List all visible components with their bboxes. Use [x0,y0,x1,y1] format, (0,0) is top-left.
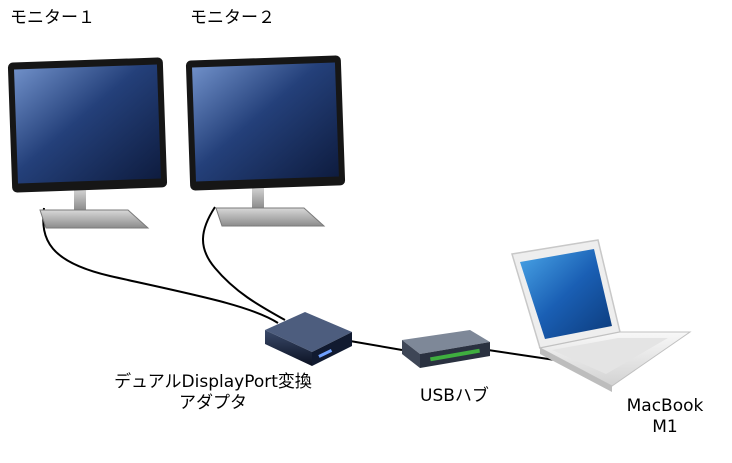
dp-adapter-label-line2: アダプタ [179,393,247,414]
monitor1-icon [7,57,168,229]
cable-monitor2-adapter [202,206,286,321]
macbook-label: MacBook M1 [610,396,720,439]
monitor1-label: モニター１ [10,8,95,28]
usb-hub-label: USBハブ [420,386,489,406]
monitor2-label: モニター２ [190,8,275,28]
usb-hub-icon [402,330,490,368]
dp-adapter-icon [265,312,352,366]
cable-adapter-hub [349,340,403,351]
dp-adapter-label-line1: デュアルDisplayPort変換 [114,372,312,392]
macbook-label-line2: M1 [652,417,678,438]
cable-monitor1-adapter [42,207,279,324]
dp-adapter-label: デュアルDisplayPort変換 アダプタ [98,372,328,415]
cable-hub-laptop [487,349,556,361]
macbook-label-line1: MacBook [626,396,704,416]
cable-group [42,206,556,361]
monitor2-icon [185,55,346,227]
macbook-icon [511,239,692,392]
